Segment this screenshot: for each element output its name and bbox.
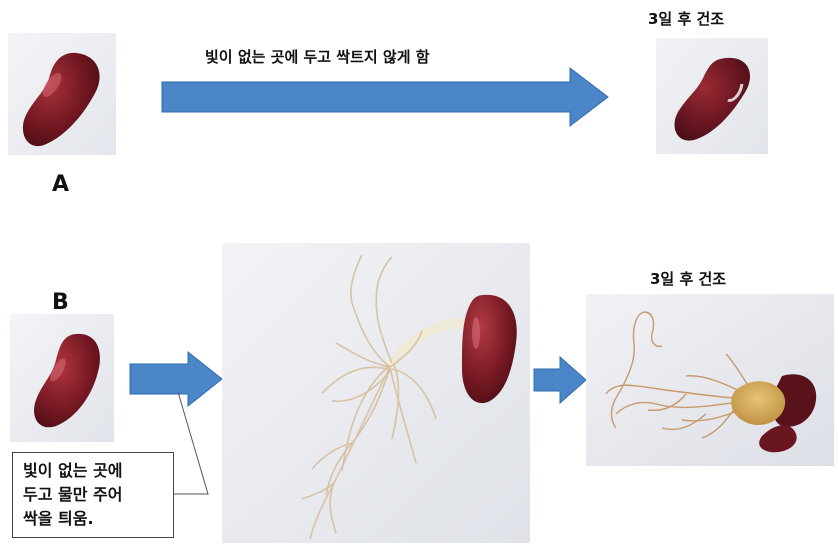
callout-leader <box>170 390 220 500</box>
result-a-label: 3일 후 건조 <box>648 8 724 29</box>
arrow-b2 <box>532 355 588 405</box>
arrow-a <box>160 66 610 128</box>
callout-box: 빛이 없는 곳에 두고 물만 주어 싹을 틔움. <box>12 452 174 538</box>
dried-sprout-photo <box>586 294 834 466</box>
bean-photo-b <box>10 314 114 442</box>
sprouting-bean-photo <box>222 243 530 543</box>
callout-line-1: 빛이 없는 곳에 <box>23 459 163 483</box>
label-b: B <box>52 290 69 315</box>
arrow-a-text: 빛이 없는 곳에 두고 싹트지 않게 함 <box>205 46 430 67</box>
bean-photo-a-dried <box>656 38 768 154</box>
result-b-label: 3일 후 건조 <box>650 268 726 289</box>
label-a: A <box>52 172 69 197</box>
callout-line-3: 싹을 틔움. <box>23 507 163 531</box>
callout-line-2: 두고 물만 주어 <box>23 483 163 507</box>
bean-photo-a <box>8 33 116 155</box>
